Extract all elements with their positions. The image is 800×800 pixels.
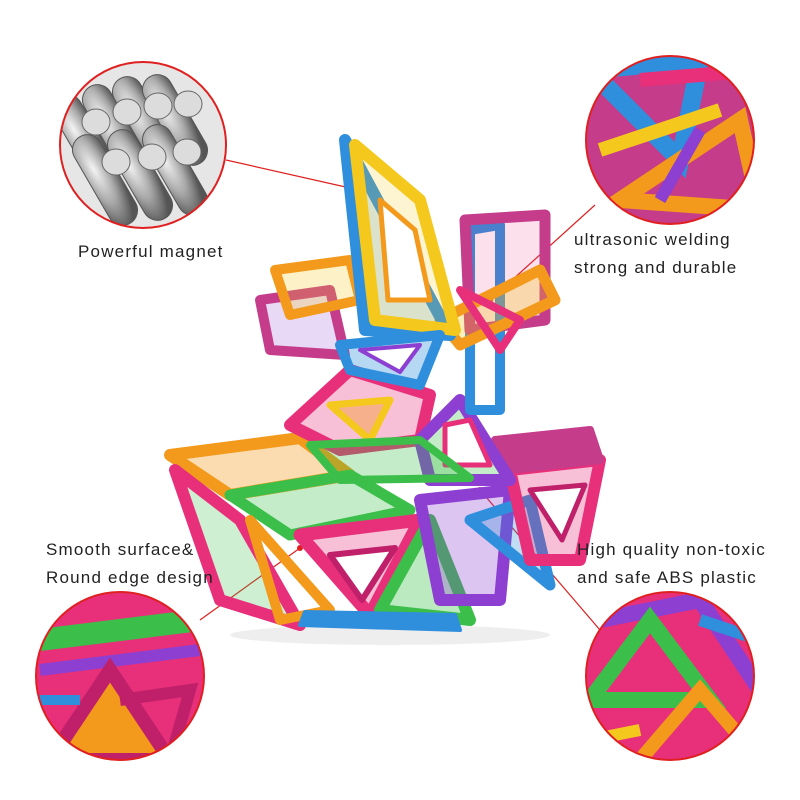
abs-plastic-line-2: and safe ABS plastic [577, 568, 757, 587]
magnet-closeup [59, 61, 227, 229]
powerful-magnet-label: Powerful magnet [78, 238, 224, 266]
smooth-surface-line-1: Smooth surface& [46, 540, 195, 559]
smooth-surface-label: Smooth surface& Round edge design [46, 536, 214, 592]
smooth-surface-line-2: Round edge design [46, 568, 214, 587]
smooth-edge-closeup [35, 591, 205, 761]
ultrasonic-welding-label: ultrasonic welding strong and durable [574, 226, 737, 282]
welding-closeup [585, 55, 755, 225]
magnetic-tiles-sculpture [164, 134, 606, 645]
ultrasonic-welding-line-1: ultrasonic welding [574, 230, 731, 249]
abs-plastic-closeup [585, 591, 755, 761]
powerful-magnet-text: Powerful magnet [78, 242, 224, 261]
abs-plastic-label: High quality non-toxic and safe ABS plas… [577, 536, 766, 592]
ultrasonic-welding-line-2: strong and durable [574, 258, 738, 277]
abs-plastic-line-1: High quality non-toxic [577, 540, 766, 559]
